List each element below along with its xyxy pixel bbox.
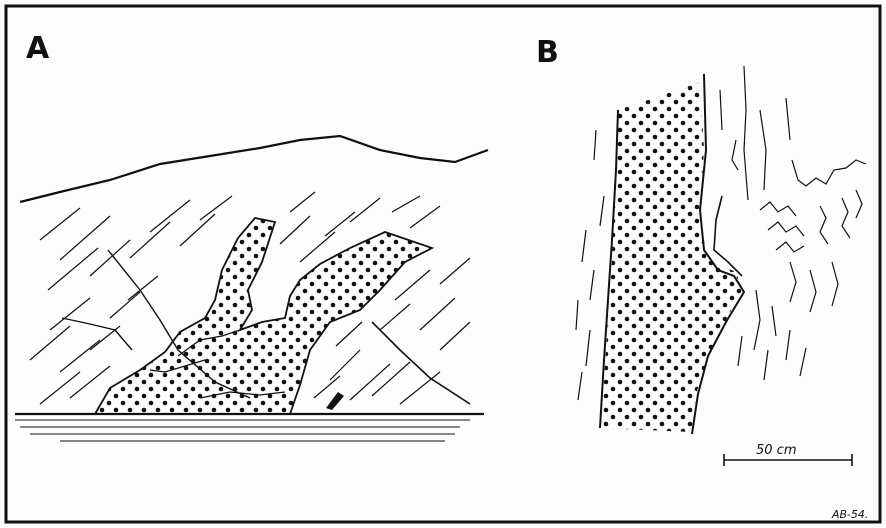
fracture-line <box>372 322 470 404</box>
left-foliation <box>576 130 604 400</box>
panel-a-label: A <box>26 31 50 66</box>
fracture-line <box>62 318 132 350</box>
wavy-foliation <box>720 66 866 380</box>
artist-signature: AB-54. <box>831 508 868 521</box>
scale-bar: 50 cm <box>724 443 852 466</box>
dark-lens <box>326 392 344 410</box>
scale-bar-label: 50 cm <box>756 443 797 458</box>
dyke-column <box>600 82 742 432</box>
ridge-skyline <box>20 136 488 202</box>
baseline-water <box>15 414 484 441</box>
dyke-body-main <box>95 218 432 414</box>
panel-b: B <box>536 35 868 521</box>
panel-b-label: B <box>536 35 559 70</box>
panel-a: A <box>15 31 488 441</box>
figure-frame <box>6 6 880 522</box>
